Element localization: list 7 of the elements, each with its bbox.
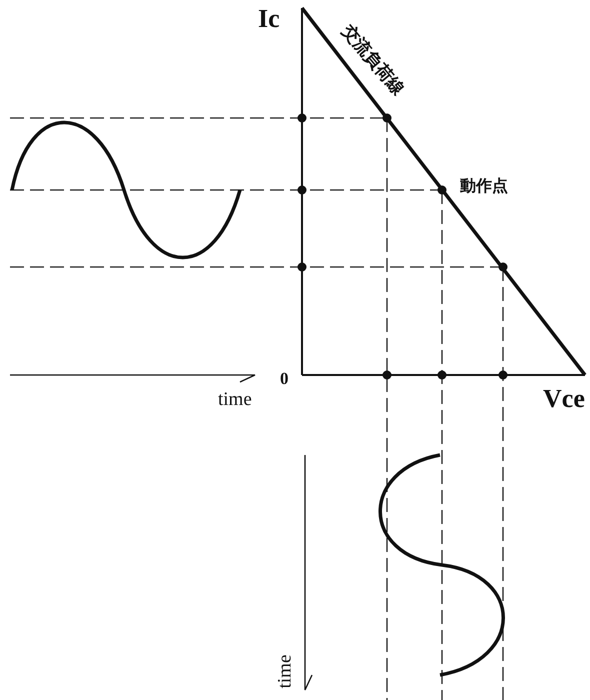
line-label: 交流負荷線 <box>338 22 406 99</box>
axis-label: Vce <box>543 386 585 412</box>
axis-label: Ic <box>258 6 280 32</box>
axis-label: time <box>275 654 294 688</box>
axis-label: time <box>218 390 252 409</box>
origin-label: 0 <box>280 370 288 387</box>
point-label: 動作点 <box>460 178 508 194</box>
